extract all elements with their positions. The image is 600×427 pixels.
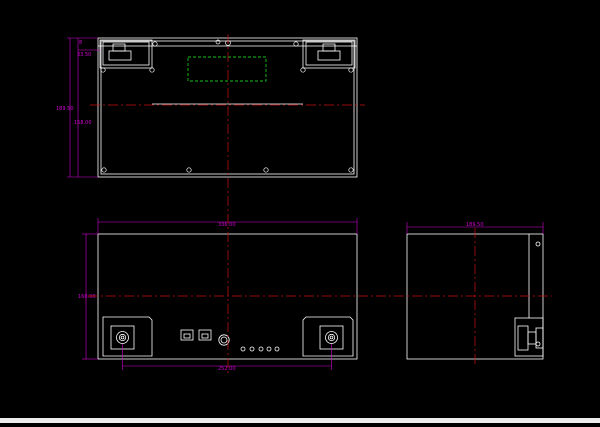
left-terminal-pocket xyxy=(99,39,153,69)
top-view-screws xyxy=(100,39,354,173)
left-terminal-housing xyxy=(102,316,153,357)
dim-label-side-width: 189.50 xyxy=(466,222,484,228)
screw-icon xyxy=(101,167,107,173)
top-view-dimensions xyxy=(67,37,100,178)
led-indicator-icon xyxy=(258,346,264,352)
front-view-dimensions xyxy=(82,218,358,370)
dim-label-terminal-height: 33.50 xyxy=(77,52,91,58)
dim-label-total-height: 189.50 xyxy=(56,106,74,112)
screw-icon xyxy=(348,167,354,173)
positive-terminal-icon xyxy=(325,331,338,344)
screw-icon xyxy=(186,167,192,173)
screw-icon xyxy=(215,39,221,45)
bottom-status-strip xyxy=(0,418,600,423)
led-indicator-icon xyxy=(266,346,272,352)
rj45-port-icon xyxy=(198,329,212,341)
power-button-icon xyxy=(218,334,230,346)
front-view-outline xyxy=(97,233,358,360)
negative-terminal-icon xyxy=(116,331,129,344)
dim-label-top-small: 8 xyxy=(79,40,82,46)
right-terminal-housing xyxy=(302,316,354,357)
screw-icon xyxy=(535,241,541,247)
rj45-port-icon xyxy=(180,329,194,341)
dim-label-front-width: 336.00 xyxy=(218,222,236,228)
screw-icon xyxy=(293,41,299,47)
screw-icon xyxy=(535,341,541,347)
side-view-dimensions xyxy=(406,222,544,234)
right-terminal-pocket xyxy=(302,39,356,69)
front-view xyxy=(97,233,358,360)
hidden-display-region xyxy=(187,56,267,82)
top-view-outline xyxy=(97,37,358,178)
screw-icon xyxy=(149,67,155,73)
screw-icon xyxy=(263,167,269,173)
screw-icon xyxy=(300,67,306,73)
dim-label-front-height: 160.00 xyxy=(78,294,96,300)
centerlines xyxy=(88,34,552,374)
screw-icon xyxy=(348,67,354,73)
led-indicator-icon xyxy=(274,346,280,352)
dim-label-body-height: 158.00 xyxy=(74,120,92,126)
led-indicator-icon xyxy=(249,346,255,352)
dim-label-terminal-spacing: 252.00 xyxy=(218,366,236,372)
led-indicator-icon xyxy=(240,346,246,352)
screw-icon xyxy=(100,67,106,73)
top-view xyxy=(97,37,358,178)
screw-icon xyxy=(152,41,158,47)
